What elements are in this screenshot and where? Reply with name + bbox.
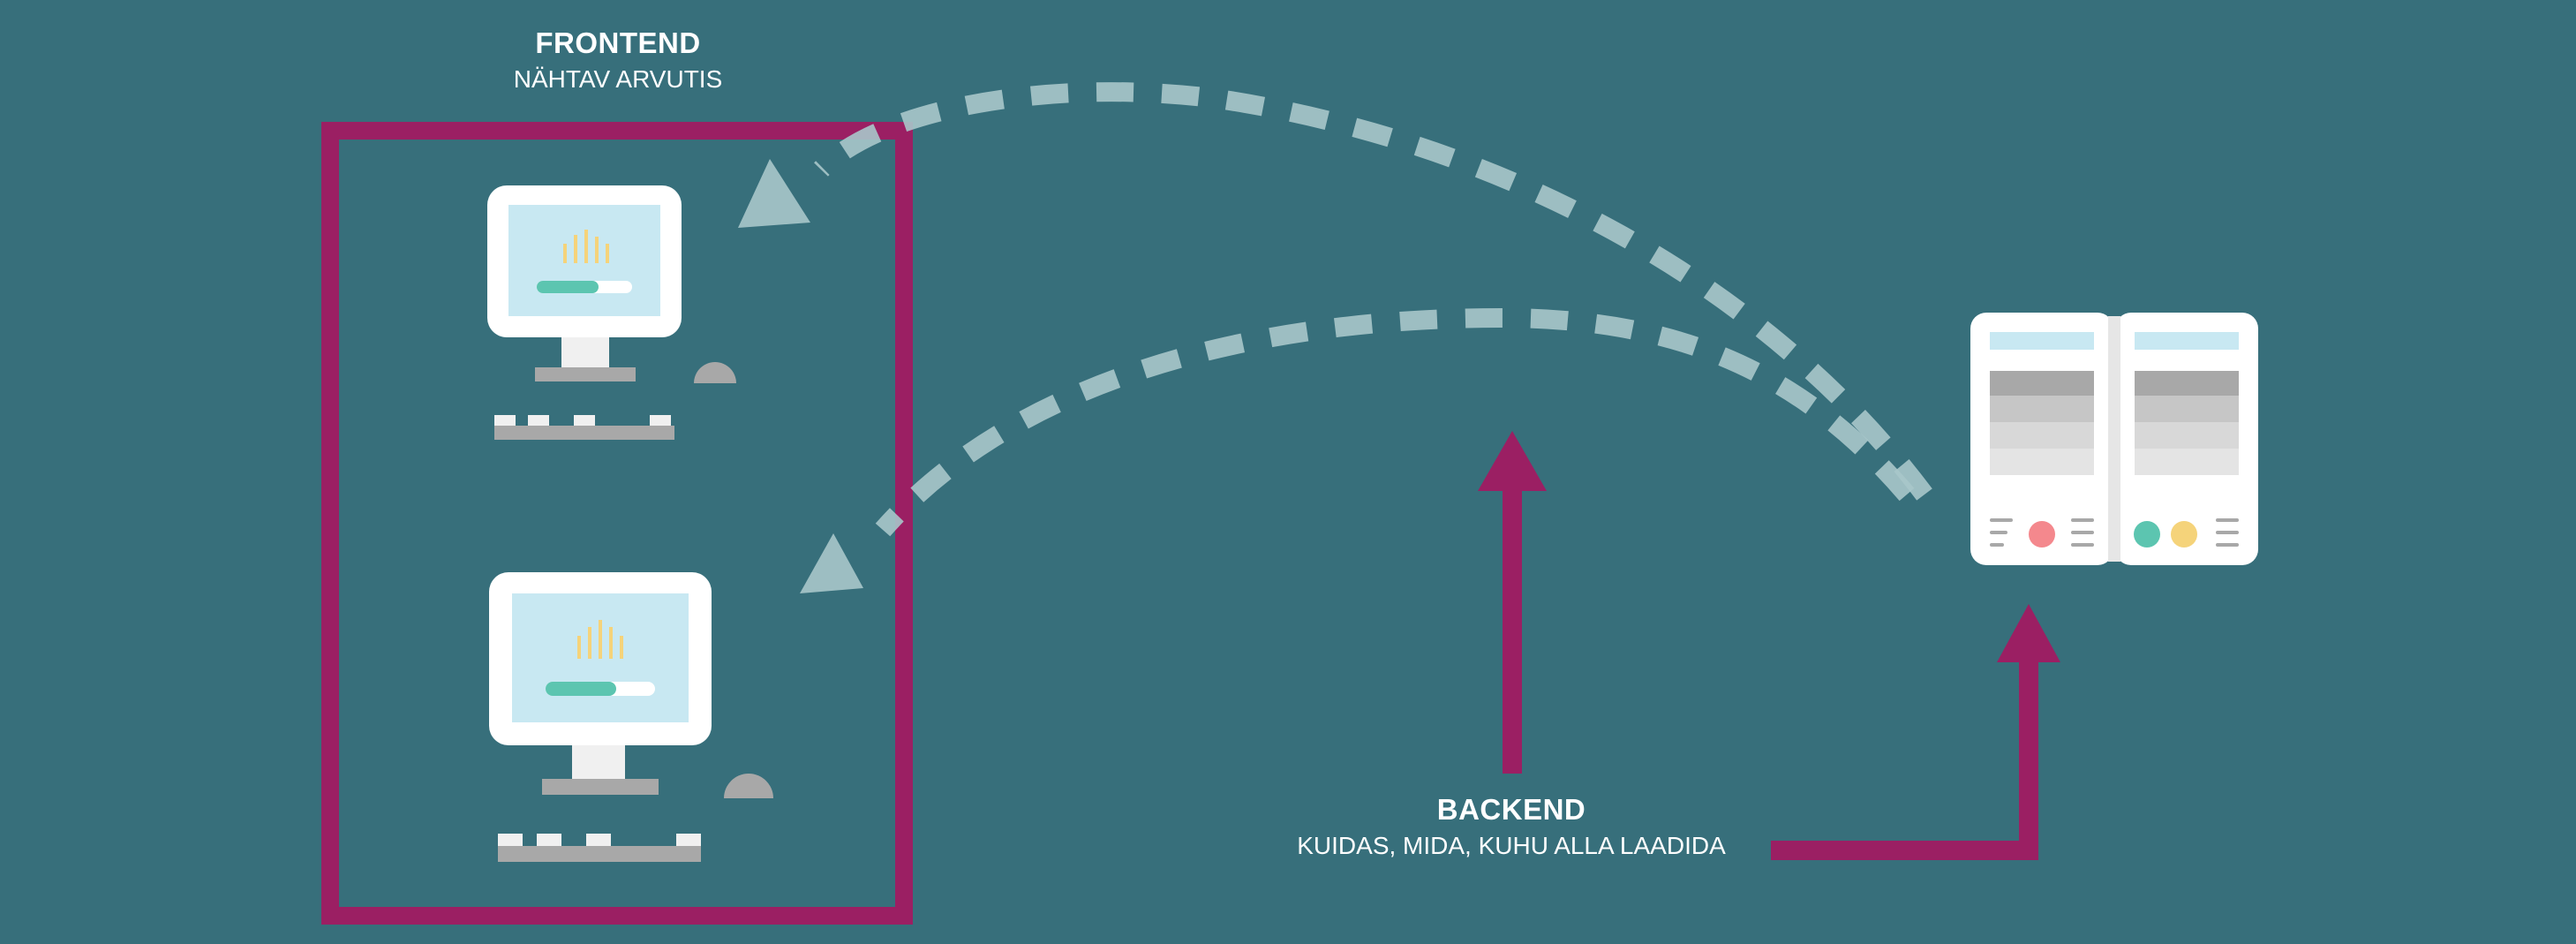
server-icon xyxy=(1970,313,2258,565)
status-light-yellow xyxy=(2171,521,2197,548)
dashed-arc-upper xyxy=(814,82,1932,501)
backend-subtitle: KUIDAS, MIDA, KUHU ALLA LAADIDA xyxy=(1297,832,1726,859)
bars-icon xyxy=(563,230,609,263)
arrowhead-lower xyxy=(800,533,863,593)
frontend-frame xyxy=(321,122,913,925)
upload-arrow-elbow xyxy=(1771,604,2060,860)
dashed-arc-lower xyxy=(875,307,1915,537)
frontend-subtitle: NÄHTAV ARVUTIS xyxy=(513,65,723,93)
keyboard-icon xyxy=(494,415,674,440)
bars-icon xyxy=(577,620,623,659)
arrowhead-upper xyxy=(738,159,810,228)
status-light-green xyxy=(2134,521,2160,548)
mouse-icon xyxy=(694,362,736,383)
keyboard-icon xyxy=(498,834,701,862)
computer-icon xyxy=(487,185,736,440)
status-light-red xyxy=(2029,521,2055,548)
frontend-title: FRONTEND xyxy=(535,26,701,59)
backend-title: BACKEND xyxy=(1436,793,1586,826)
mouse-icon xyxy=(724,774,773,798)
computer-icon xyxy=(489,572,773,862)
upload-arrow-vertical xyxy=(1478,431,1547,774)
